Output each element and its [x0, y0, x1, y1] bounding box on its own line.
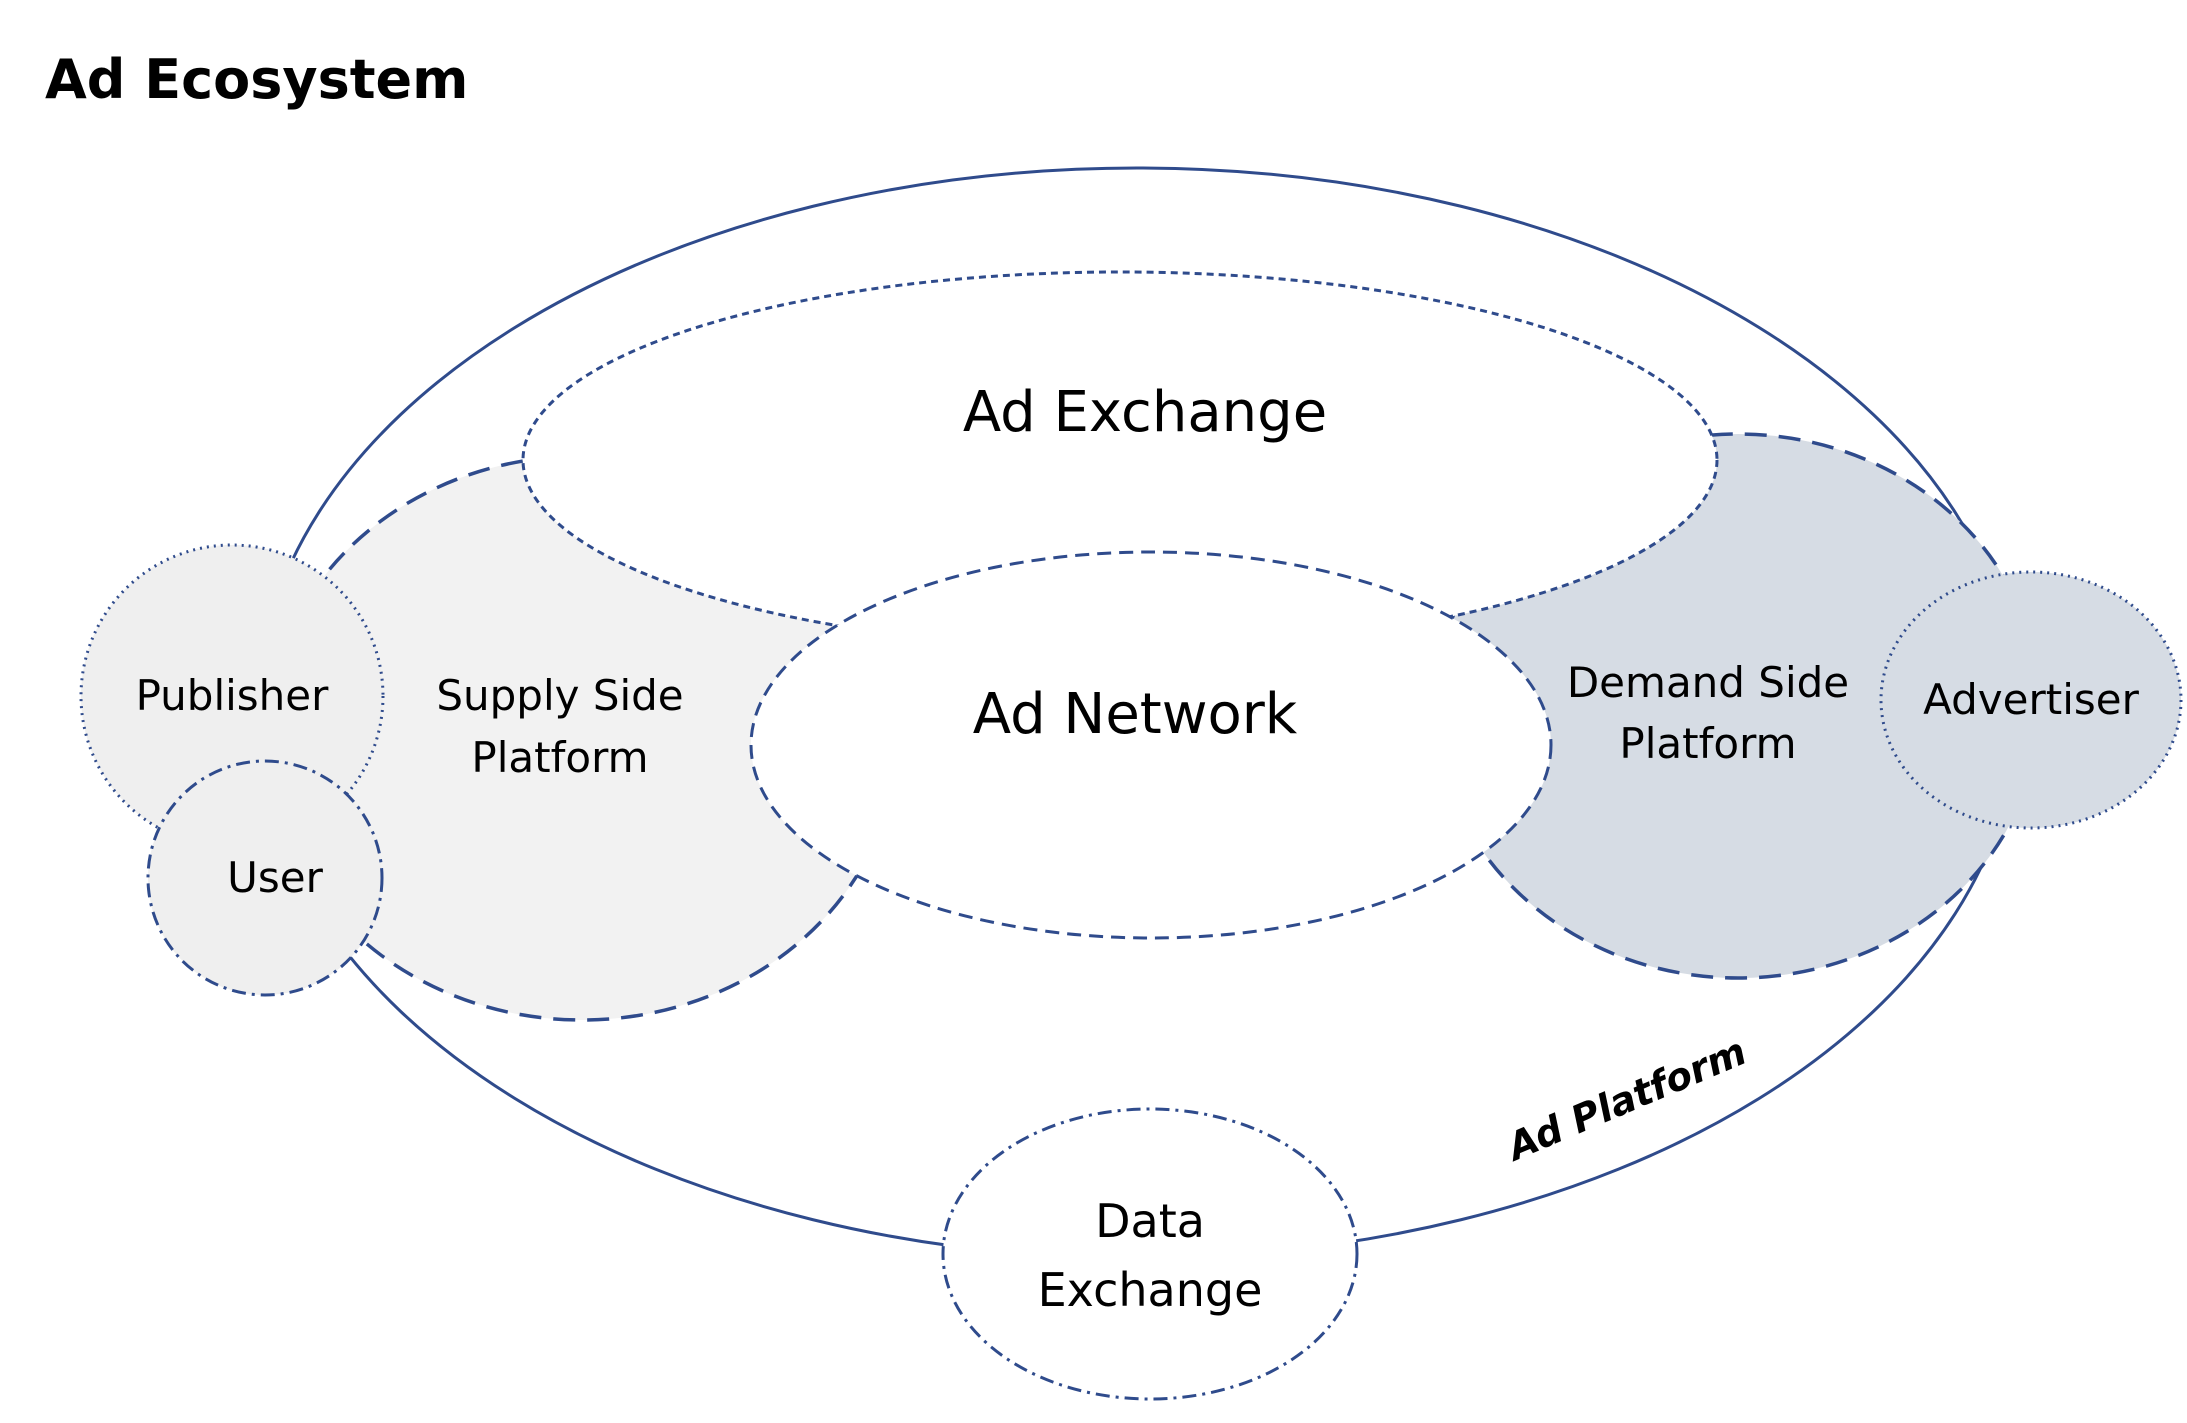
ad-network-label: Ad Network	[973, 682, 1298, 747]
ad-platform-label: Ad Platform	[1499, 1029, 1753, 1170]
publisher-label: Publisher	[136, 671, 330, 720]
supply-side-platform-label-line1: Supply Side	[436, 671, 683, 720]
advertiser-circle	[1879, 570, 2183, 830]
supply-side-platform-label-line2: Platform	[471, 733, 648, 782]
demand-side-platform-label-line1: Demand Side	[1567, 658, 1849, 707]
data-exchange-label-line1: Data	[1095, 1194, 1205, 1248]
data-exchange-ellipse	[941, 1107, 1359, 1401]
user-circle	[146, 759, 384, 997]
ad-exchange-ellipse	[521, 270, 1719, 650]
user-label: User	[227, 853, 323, 902]
ad-exchange-label: Ad Exchange	[963, 380, 1327, 445]
advertiser-label: Advertiser	[1923, 675, 2139, 724]
demand-side-platform-label-line2: Platform	[1619, 719, 1796, 768]
ad-network-ellipse	[749, 550, 1553, 940]
data-exchange-label-line2: Exchange	[1038, 1263, 1263, 1317]
diagram-title: Ad Ecosystem	[45, 48, 468, 111]
